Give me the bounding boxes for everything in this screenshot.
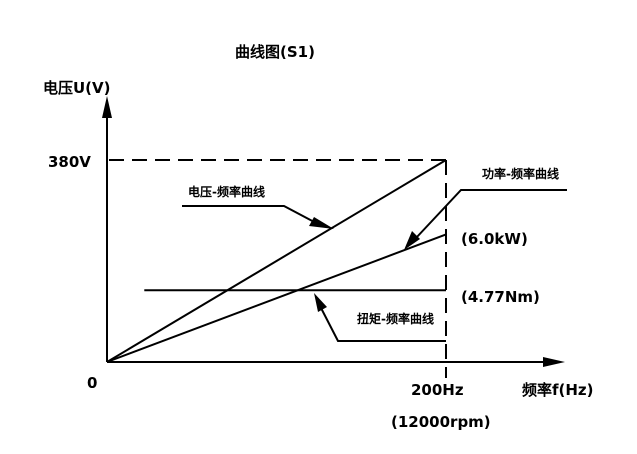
torque-value-label: (4.77Nm) (461, 288, 540, 306)
power-leader-arrow (404, 231, 420, 250)
power-leader-line (415, 189, 567, 239)
torque-leader-arrow (314, 293, 327, 312)
power-curve-label: 功率-频率曲线 (482, 166, 559, 181)
y-tick-380v: 380V (48, 153, 91, 171)
voltage-curve-label: 电压-频率曲线 (188, 184, 265, 199)
y-axis-arrow (102, 96, 112, 118)
power-value-label: (6.0kW) (461, 230, 528, 248)
voltage-leader-line (182, 205, 319, 225)
torque-leader-line (319, 305, 446, 342)
chart-title: 曲线图(S1) (235, 43, 315, 61)
voltage-leader-arrow (309, 217, 334, 229)
y-axis-label: 电压U(V) (43, 79, 111, 97)
x-axis-arrow (543, 357, 565, 367)
series-line-power (106, 233, 447, 363)
x-tick-200hz: 200Hz (411, 381, 464, 399)
x-tick-origin: 0 (87, 374, 97, 392)
torque-curve-label: 扭矩-频率曲线 (357, 311, 434, 326)
series-line-voltage (106, 159, 447, 363)
x-axis-label: 频率f(Hz) (522, 381, 594, 399)
x-tick-rpm-note: (12000rpm) (391, 413, 491, 431)
